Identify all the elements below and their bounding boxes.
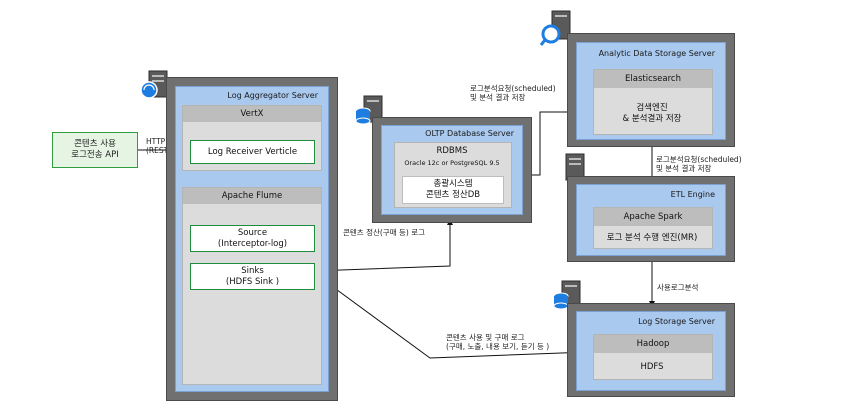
analytic-data-storage-server: Analytic Data Storage Server Elasticsear… [567, 33, 735, 147]
log-storage-title: Log Storage Server [638, 317, 715, 326]
hdfs-label: HDFS [640, 362, 664, 372]
elasticsearch-panel: Elasticsearch [593, 69, 713, 135]
storage-server-icon [552, 280, 584, 316]
spark-panel: Apache Spark [593, 207, 713, 249]
analysis-request-label-1: 로그분석요청(scheduled) 및 분석 결과 저장 [470, 84, 556, 102]
analytic-title: Analytic Data Storage Server [598, 49, 715, 58]
flume-source-label: Source (Interceptor-log) [217, 227, 288, 249]
client-api-box: 콘텐츠 사용 로그전송 API [52, 132, 138, 168]
oltp-inner: OLTP Database Server RDBMS Oracle 12c or… [381, 125, 523, 215]
etl-inner: ETL Engine Apache Spark 로그 분석 수행 엔진(MR) [576, 184, 726, 256]
database-server-icon [354, 95, 386, 131]
usage-analysis-label: 사용로그분석 [657, 283, 699, 292]
log-receiver-verticle: Log Receiver Verticle [190, 140, 315, 164]
server-icon [140, 70, 172, 104]
log-storage-server: Log Storage Server Hadoop HDFS [567, 303, 735, 397]
flume-header: Apache Flume [183, 188, 321, 204]
analysis-request-label-2: 로그분석요청(scheduled) 및 분석 결과 저장 [656, 155, 742, 173]
spark-desc: 로그 분석 수행 엔진(MR) [606, 233, 698, 243]
flume-sinks: Sinks (HDFS Sink ) [190, 263, 315, 290]
content-settlement-label: 콘텐츠 정산(구매 등) 로그 [343, 228, 426, 237]
usage-purchase-label: 콘텐츠 사용 및 구매 로그 (구매, 노출, 내용 보기, 듣기 등 ) [446, 333, 550, 351]
vertx-header: VertX [183, 106, 321, 122]
client-api-label: 콘텐츠 사용 로그전송 API [71, 139, 119, 160]
log-aggregator-inner: Log Aggregator Server VertX Log Receiver… [175, 86, 329, 392]
hadoop-header: Hadoop [594, 335, 712, 353]
sinks-to-hadoop-arrow [313, 272, 589, 359]
sinks-to-oltp-arrow [313, 219, 453, 272]
log-aggregator-title: Log Aggregator Server [227, 91, 318, 100]
log-aggregator-server: Log Aggregator Server VertX Log Receiver… [166, 77, 338, 401]
etl-title: ETL Engine [670, 190, 715, 199]
hadoop-panel: Hadoop [593, 334, 713, 380]
spark-header: Apache Spark [594, 208, 712, 226]
settlement-db-label: 총괄시스템 콘텐츠 정산DB [425, 179, 481, 200]
settlement-db: 총괄시스템 콘텐츠 정산DB [402, 176, 504, 204]
rdbms-label: RDBMS [436, 146, 468, 156]
flume-source: Source (Interceptor-log) [190, 225, 315, 252]
etl-engine-server: ETL Engine Apache Spark 로그 분석 수행 엔진(MR) [567, 176, 735, 262]
oltp-database-server: OLTP Database Server RDBMS Oracle 12c or… [372, 117, 532, 223]
log-receiver-label: Log Receiver Verticle [207, 146, 298, 157]
search-server-icon [539, 10, 574, 52]
log-storage-inner: Log Storage Server Hadoop HDFS [576, 311, 726, 391]
elasticsearch-desc: 검색엔진 & 분석결과 저장 [622, 103, 682, 124]
oltp-title: OLTP Database Server [425, 129, 514, 138]
analytic-inner: Analytic Data Storage Server Elasticsear… [576, 42, 726, 140]
flume-sinks-label: Sinks (HDFS Sink ) [225, 265, 280, 287]
rdbms-sub-label: Oracle 12c or PostgreSQL 9.5 [404, 159, 500, 167]
http-label: HTTP (RESTful) [146, 137, 181, 155]
elasticsearch-header: Elasticsearch [594, 70, 712, 88]
